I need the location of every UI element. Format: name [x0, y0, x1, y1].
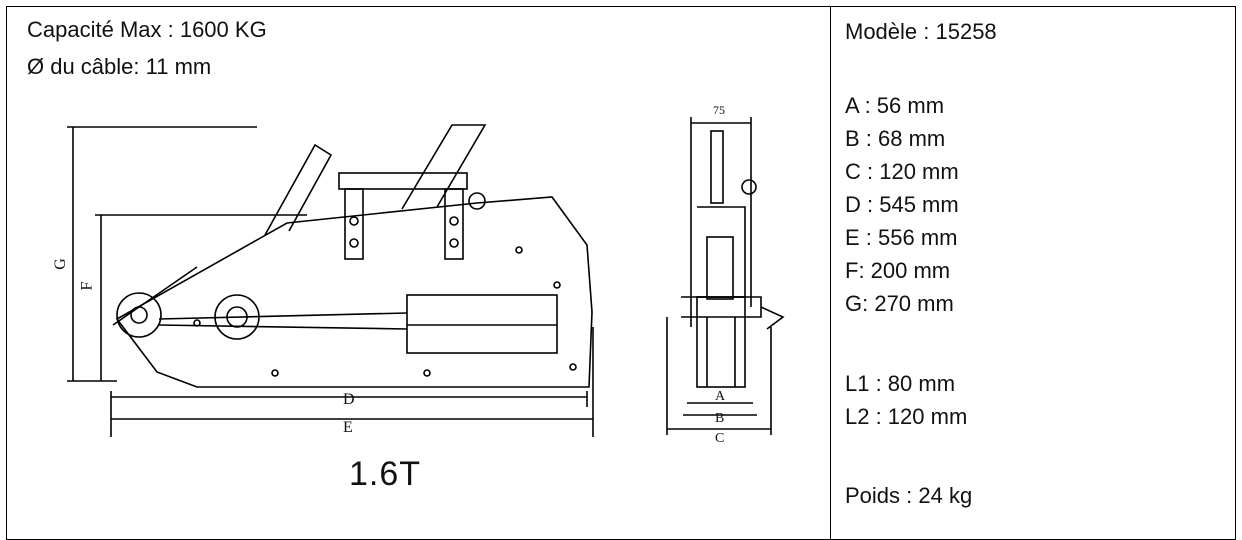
dim-C: C : 120 mm: [845, 159, 959, 184]
spec-table: Capacité Max : 1600 KG Ø du câble: 11 mm: [6, 6, 1236, 540]
dim-D: D : 545 mm: [845, 192, 959, 217]
winch-technical-drawing: [67, 117, 785, 437]
label-B: B: [715, 411, 725, 426]
model-capacity-caption: 1.6T: [349, 455, 422, 493]
label-F: F: [78, 281, 96, 291]
label-D: D: [343, 391, 355, 408]
label-A: A: [715, 389, 726, 404]
spec-cell: Modèle : 15258 A : 56 mm B : 68 mm C : 1…: [831, 7, 1235, 539]
length-L2: L2 : 120 mm: [845, 404, 968, 429]
dim-F: F: 200 mm: [845, 258, 951, 283]
length-L1: L1 : 80 mm: [845, 371, 956, 396]
label-C: C: [715, 431, 725, 446]
label-width-75: 75: [713, 103, 725, 117]
dim-B: B : 68 mm: [845, 126, 946, 151]
label-G: G: [51, 258, 69, 270]
capacity-text: Capacité Max : 1600 KG: [27, 17, 267, 42]
cable-diameter-text: Ø du câble: 11 mm: [27, 54, 212, 79]
dim-G: G: 270 mm: [845, 291, 954, 316]
model-number: Modèle : 15258: [845, 19, 997, 44]
dim-E: E : 556 mm: [845, 225, 958, 250]
dim-A: A : 56 mm: [845, 93, 945, 118]
weight: Poids : 24 kg: [845, 483, 973, 508]
label-E: E: [343, 419, 353, 436]
drawing-cell: Capacité Max : 1600 KG Ø du câble: 11 mm: [7, 7, 831, 539]
